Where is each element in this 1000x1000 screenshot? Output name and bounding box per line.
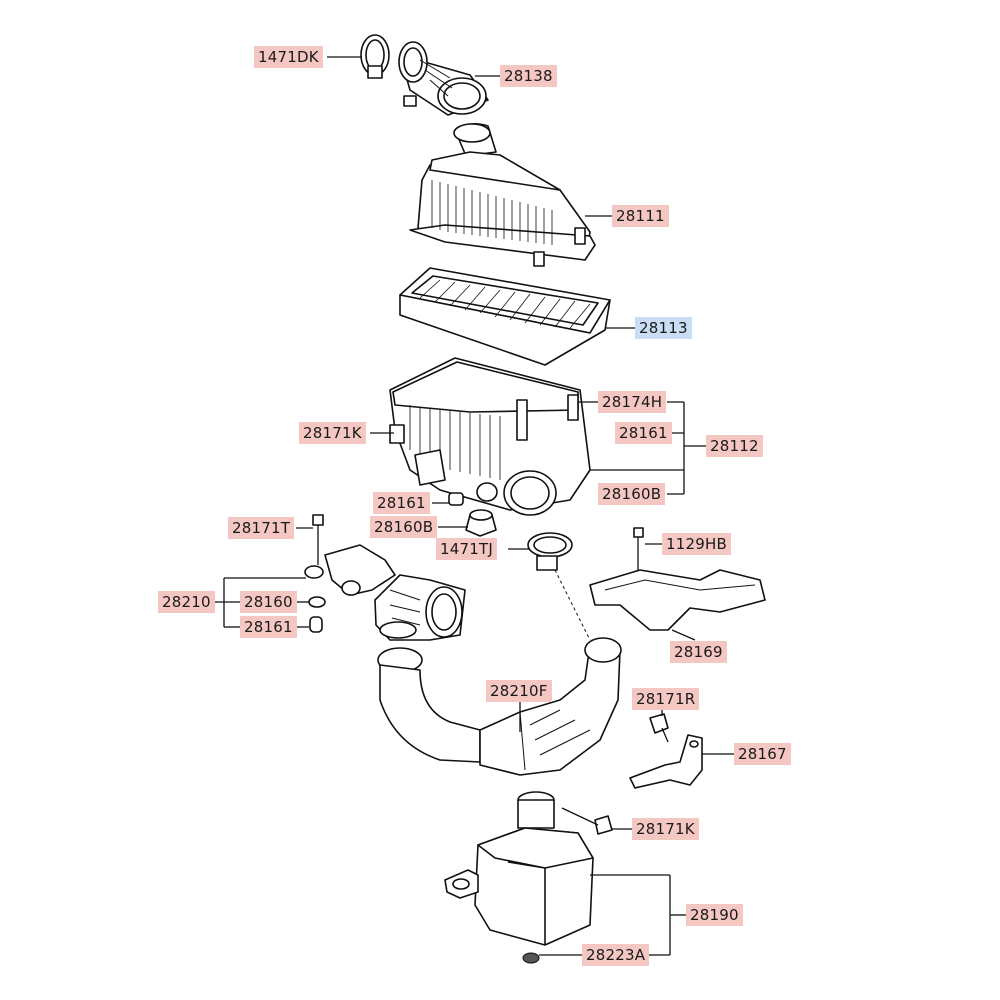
leader-lines: [212, 56, 734, 956]
label-28160b-left[interactable]: 28160B: [370, 516, 438, 538]
bolt-28171t-part: [304, 514, 324, 579]
label-28111[interactable]: 28111: [612, 205, 669, 227]
lower-body-28112-part: [389, 357, 591, 516]
label-28138[interactable]: 28138: [500, 65, 557, 87]
label-1471dk[interactable]: 1471DK: [254, 46, 323, 68]
label-28161-middle[interactable]: 28161: [373, 492, 430, 514]
filter-element-28113-part: [399, 267, 611, 366]
label-28223a[interactable]: 28223A: [582, 944, 650, 966]
label-1129hb[interactable]: 1129HB: [662, 533, 731, 555]
bracket-28167-part: [629, 734, 703, 789]
label-28161-upper[interactable]: 28161: [615, 422, 672, 444]
label-28190[interactable]: 28190: [686, 904, 743, 926]
label-28210[interactable]: 28210: [158, 591, 215, 613]
nut-28223a-part: [522, 952, 540, 964]
label-28171k-lower[interactable]: 28171K: [632, 818, 699, 840]
label-28171r[interactable]: 28171R: [632, 688, 700, 710]
label-28167[interactable]: 28167: [734, 743, 791, 765]
label-28171k-upper[interactable]: 28171K: [299, 422, 366, 444]
clamp-1471tj-part: [527, 532, 573, 571]
label-28160b-right[interactable]: 28160B: [598, 483, 666, 505]
bracket-28169-part: [589, 527, 766, 631]
label-28171t[interactable]: 28171T: [228, 517, 295, 539]
resonator-28190-part: [444, 827, 594, 946]
intake-duct-28210f-part: [377, 637, 622, 829]
upper-cover-28111-part: [409, 122, 596, 267]
bushing-parts: [448, 492, 497, 537]
label-28161-lower[interactable]: 28161: [240, 616, 297, 638]
label-28113[interactable]: 28113: [635, 317, 692, 339]
bolt-28171k-lower-part: [561, 807, 613, 835]
label-28112[interactable]: 28112: [706, 435, 763, 457]
bolt-28171r-part: [649, 713, 669, 743]
label-1471tj[interactable]: 1471TJ: [436, 538, 497, 560]
label-28169[interactable]: 28169: [670, 641, 727, 663]
label-28210f[interactable]: 28210F: [486, 680, 552, 702]
resonator-duct-28210-part: [308, 544, 466, 641]
label-28174h[interactable]: 28174H: [598, 391, 667, 413]
hose-28138-part: [398, 41, 489, 116]
clamp-1471dk-part: [360, 34, 390, 79]
label-28160[interactable]: 28160: [240, 591, 297, 613]
